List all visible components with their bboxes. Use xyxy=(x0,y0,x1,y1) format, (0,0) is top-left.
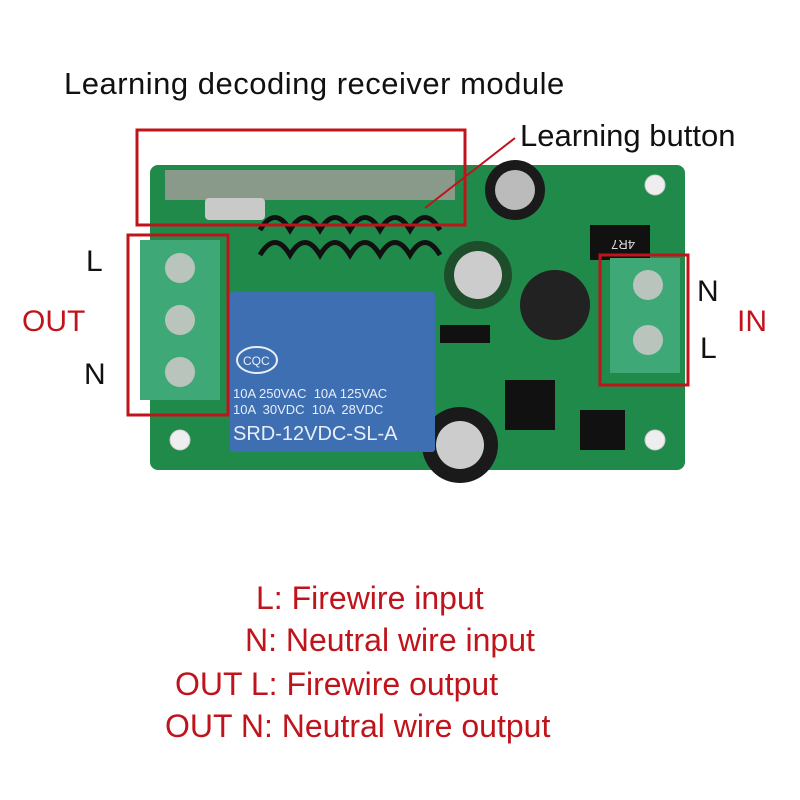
diode xyxy=(440,325,490,343)
cqc-logo xyxy=(236,346,278,374)
mount-hole xyxy=(644,429,666,451)
relay-rating-1: 10A 250VAC 10A 125VAC xyxy=(233,386,387,401)
in-l-label: L xyxy=(700,332,717,365)
out-n-label: N xyxy=(84,358,106,391)
capacitor xyxy=(454,251,502,299)
antenna-coil xyxy=(257,215,443,235)
screw xyxy=(633,270,663,300)
capacitor xyxy=(436,421,484,469)
relay-logo: CQC xyxy=(243,354,270,368)
screw xyxy=(633,325,663,355)
screw xyxy=(165,305,195,335)
inductor xyxy=(520,270,590,340)
relay xyxy=(230,292,435,452)
out-terminal-highlight xyxy=(126,233,230,417)
legend-item: L: Firewire input xyxy=(256,580,484,616)
legend-item: OUT N: Neutral wire output xyxy=(165,708,551,744)
module-title: Learning decoding receiver module xyxy=(64,66,565,101)
relay-rating-2: 10A 30VDC 10A 28VDC xyxy=(233,402,383,417)
capacitor xyxy=(495,170,535,210)
screw xyxy=(165,253,195,283)
in-n-label: N xyxy=(697,275,719,308)
legend-item: OUT L: Firewire output xyxy=(175,666,499,702)
learning-button-pointer xyxy=(424,137,516,209)
rf-module xyxy=(165,170,455,200)
learning-button-label: Learning button xyxy=(520,118,736,153)
ic-chip xyxy=(505,380,555,430)
mount-hole xyxy=(644,174,666,196)
legend-item: N: Neutral wire input xyxy=(245,622,535,658)
in-terminal-highlight xyxy=(598,253,690,387)
inductor-mark: 4R7 xyxy=(611,237,635,252)
in-label: IN xyxy=(737,305,767,338)
bridge-rectifier xyxy=(580,410,625,450)
antenna-coil xyxy=(257,240,443,260)
relay-model: SRD-12VDC-SL-A xyxy=(233,423,398,445)
screw xyxy=(165,357,195,387)
crystal xyxy=(205,198,265,220)
out-label: OUT xyxy=(22,305,86,338)
mount-hole xyxy=(169,429,191,451)
out-l-label: L xyxy=(86,245,103,278)
